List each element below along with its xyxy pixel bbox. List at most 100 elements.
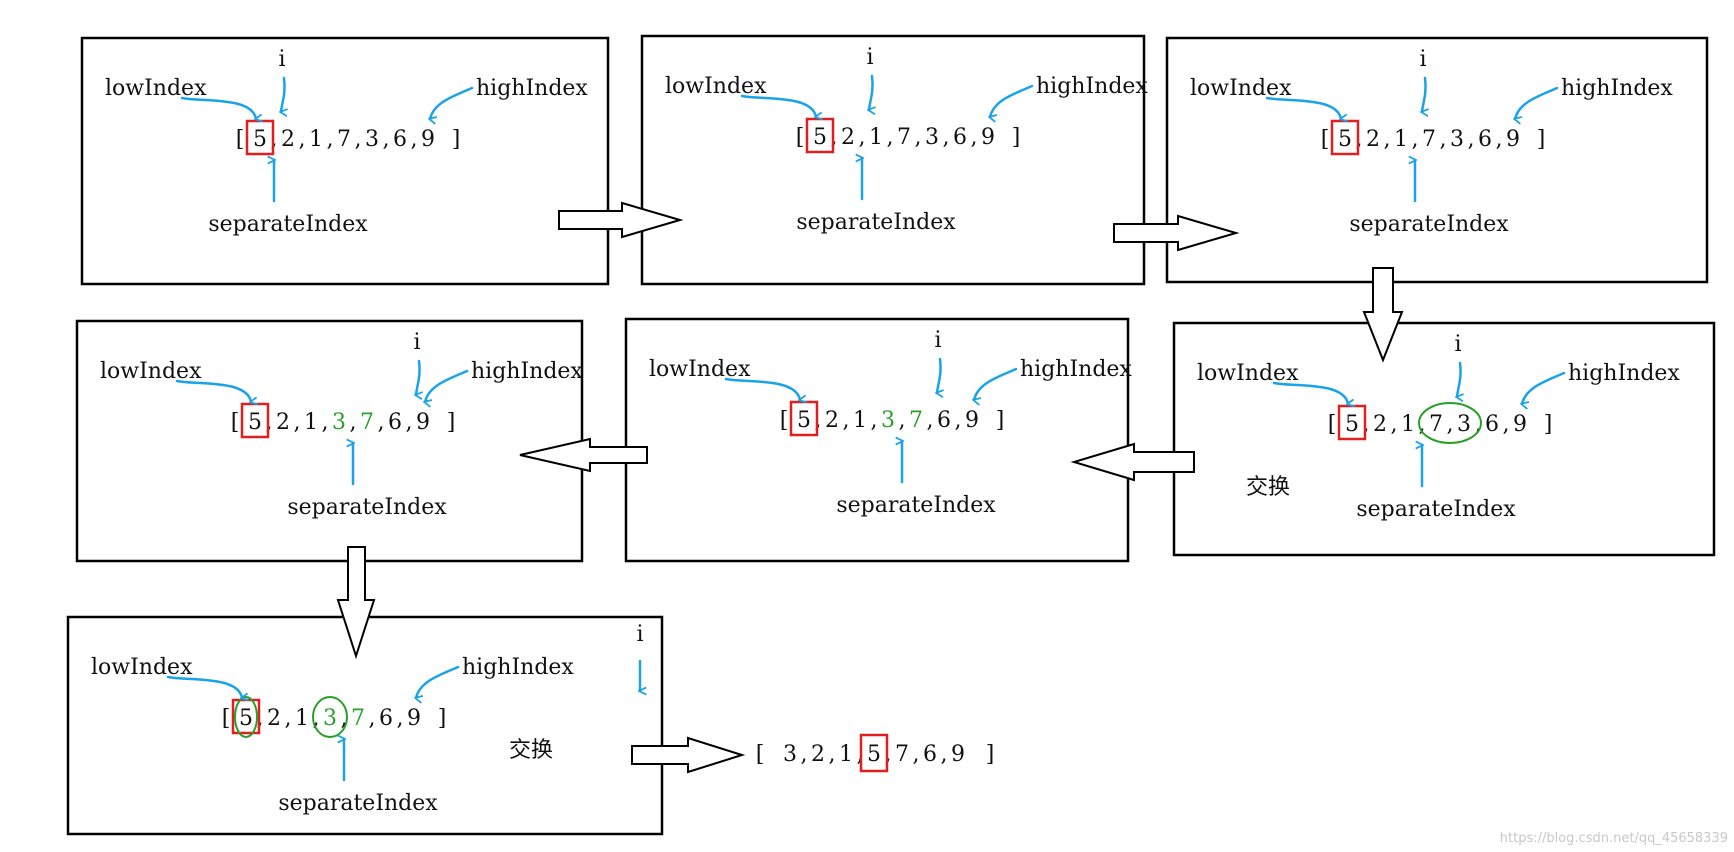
array-value: 1 [853,408,867,433]
array-value: 7 [1429,412,1443,437]
comma: , [1412,127,1419,152]
high-index-label: highIndex [471,359,583,384]
high-index-label: highIndex [476,76,588,101]
comma: , [859,125,866,150]
low-index-label: lowIndex [1197,361,1299,386]
i-arrow [937,357,941,393]
i-label: i [413,330,420,355]
comma: , [411,127,418,152]
comma: , [294,410,301,435]
array-value: 7 [909,408,923,433]
array-value: 9 [951,742,965,767]
comma: , [899,408,906,433]
array-value: 2 [1373,412,1387,437]
flow-arrow-6 [336,546,376,660]
low-index-label: lowIndex [105,76,207,101]
step-5-frame [624,317,1130,563]
comma: , [1447,412,1454,437]
array-value: 6 [923,742,937,767]
array-value: 9 [965,408,979,433]
array-value: 3 [925,125,939,150]
result-array: [3,2,1,5,7,6,9] [756,733,995,773]
array-value: 3 [881,408,895,433]
open-bracket: [ [796,125,805,150]
comma: , [355,127,362,152]
high-index-arrow [1522,371,1566,404]
comma: , [350,410,357,435]
low-index-arrow [180,96,256,119]
i-label: i [934,328,941,353]
array-value: 6 [1478,127,1492,152]
array-value: 9 [421,127,435,152]
comma: , [383,127,390,152]
low-index-arrow [740,94,816,117]
array-value: 9 [981,125,995,150]
array-value: 2 [267,706,281,731]
array-value: 1 [304,410,318,435]
close-bracket: ] [1012,125,1021,150]
array-value: 5 [1345,412,1359,437]
step-4-frame [1172,321,1716,557]
i-label: i [866,45,873,70]
comma: , [943,125,950,150]
swap-ellipse [312,696,348,738]
comma: , [285,706,292,731]
separate-index-label: separateIndex [287,495,447,520]
open-bracket: [ [236,127,245,152]
high-index-label: highIndex [1561,76,1673,101]
array-value: 7 [1422,127,1436,152]
open-bracket: [ [1321,127,1330,152]
comma: , [927,408,934,433]
separate-index-label: separateIndex [278,791,438,816]
comma: , [887,125,894,150]
comma: , [871,408,878,433]
pivot-box [859,733,889,773]
array-value: 9 [407,706,421,731]
array-value: 7 [897,125,911,150]
separate-index-label: separateIndex [1349,212,1509,237]
high-index-arrow [990,84,1034,117]
watermark-text: https://blog.csdn.net/qq_45658339 [1500,831,1728,846]
comma: , [955,408,962,433]
array-value: 1 [869,125,883,150]
flow-arrow-5 [519,437,648,473]
flow-arrow-3 [1362,267,1404,363]
array-value: 3 [1457,412,1471,437]
close-bracket: ] [447,410,456,435]
array-value: 2 [1366,127,1380,152]
low-index-arrow [1265,96,1341,119]
comma: , [843,408,850,433]
i-arrow [869,74,873,110]
array-value: 3 [1450,127,1464,152]
array-value: 6 [388,410,402,435]
comma: , [327,127,334,152]
high-index-label: highIndex [462,655,574,680]
array-value: 6 [953,125,967,150]
low-index-label: lowIndex [91,655,193,680]
low-index-arrow [175,379,251,402]
low-index-label: lowIndex [649,357,751,382]
close-bracket: ] [452,127,461,152]
comma: , [1475,412,1482,437]
close-bracket: ] [986,742,995,767]
open-bracket: [ [1328,412,1337,437]
flow-arrow-4 [1070,442,1195,482]
close-bracket: ] [1537,127,1546,152]
comma: , [1440,127,1447,152]
comma: , [1419,412,1426,437]
i-arrow [1457,361,1461,397]
separate-index-label: separateIndex [208,212,368,237]
comma: , [322,410,329,435]
comma: , [1496,127,1503,152]
low-index-arrow [724,377,800,400]
open-bracket: [ [756,742,765,767]
